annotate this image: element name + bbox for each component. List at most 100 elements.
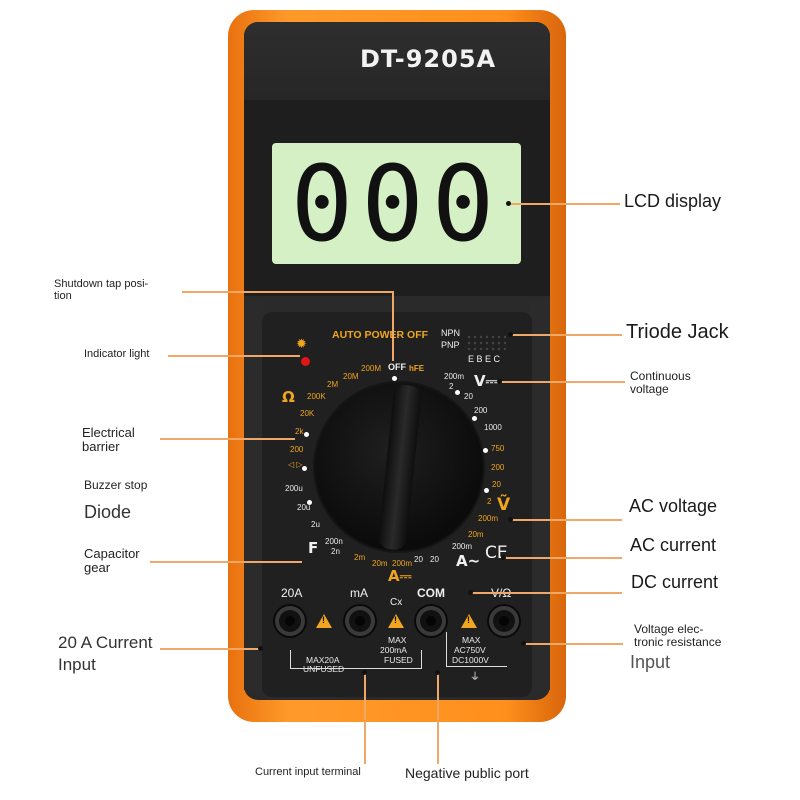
leader-dot xyxy=(501,555,506,560)
leader-lcd xyxy=(510,203,620,205)
range-ohm-20M: 20M xyxy=(343,372,359,381)
dial-dot xyxy=(392,376,397,381)
callout-shutdown-tap: Shutdown tap posi- tion xyxy=(54,278,149,302)
hfe-label: hFE xyxy=(409,364,425,373)
range-ohm-2k: 2k xyxy=(295,427,304,436)
buzzer-diode-symbol: ◁ ▷ xyxy=(288,460,303,469)
range-aca-20: 20 xyxy=(430,555,439,564)
callout-continuous-voltage: Continuous voltage xyxy=(630,369,691,396)
dial-dot xyxy=(304,432,309,437)
range-acv-2: 2 xyxy=(487,497,492,506)
range-dcv-2: 2 xyxy=(449,382,454,391)
callout-diode: Diode xyxy=(84,502,132,522)
callout-ac-voltage: AC voltage xyxy=(629,496,718,516)
leader-ac-current xyxy=(505,557,622,559)
ground-icon: ⏚ xyxy=(470,672,480,683)
range-acv-200m: 200m xyxy=(478,514,499,523)
dial-dot xyxy=(455,390,460,395)
dial-dot xyxy=(483,448,488,453)
dial-dot xyxy=(484,488,489,493)
top-bezel xyxy=(244,22,550,104)
leader-20a xyxy=(160,648,260,650)
max-label-ma: MAX xyxy=(388,635,407,645)
warning-icon xyxy=(316,614,332,628)
callout-20a-current-input: 20 A Current Input xyxy=(58,633,153,675)
leader-triode xyxy=(512,334,622,336)
range-cap-200u: 200u xyxy=(285,484,303,493)
range-cap-2n: 2n xyxy=(331,547,340,556)
jack-com[interactable] xyxy=(416,606,446,636)
warning-icon xyxy=(461,614,477,628)
lcd-screen xyxy=(272,143,521,264)
callout-voltage-resistance-input: Input xyxy=(630,652,671,672)
warning-icon xyxy=(388,614,404,628)
range-cap-200n: 200n xyxy=(325,537,343,546)
ebec-label: E B E C xyxy=(468,354,501,364)
dc1000-label: DC1000V xyxy=(452,655,489,665)
callout-indicator-light: Indicator light xyxy=(84,348,150,360)
jack-20a[interactable] xyxy=(275,606,305,636)
callout-lcd-display: LCD display xyxy=(624,191,722,211)
callout-voltage-resistance: Voltage elec- tronic resistance xyxy=(634,622,722,649)
ac750-label: AC750V xyxy=(454,645,486,655)
range-ohm-20K: 20K xyxy=(300,409,315,418)
range-dca-20m: 20m xyxy=(372,559,388,568)
jack-cx-label: Cx xyxy=(390,597,403,608)
jack-com-label: COM xyxy=(417,586,445,600)
range-acv-750: 750 xyxy=(491,444,505,453)
range-ohm-2M: 2M xyxy=(327,380,339,389)
jack-ma-label: mA xyxy=(350,586,368,600)
model-label: DT-9205A xyxy=(360,45,497,73)
leader-continuous xyxy=(500,381,625,383)
leader-dot xyxy=(435,670,440,675)
range-dca-2m: 2m xyxy=(354,553,366,562)
leader-dot xyxy=(508,332,513,337)
callout-ac-current: AC current xyxy=(630,535,717,555)
range-acv-200: 200 xyxy=(491,463,505,472)
fuse-bracket xyxy=(290,650,422,669)
leader-current-terminal xyxy=(364,674,366,764)
leader-dot xyxy=(508,517,513,522)
leader-dot xyxy=(362,670,367,675)
max20a-label: MAX20A xyxy=(306,655,340,665)
indicator-light-icon: ✹ xyxy=(296,336,307,351)
range-cap-20u: 20u xyxy=(297,503,311,512)
indicator-led xyxy=(301,357,310,366)
off-label: OFF xyxy=(388,362,406,372)
callout-triode-jack: Triode Jack xyxy=(626,321,729,343)
callout-negative-public-port: Negative public port xyxy=(405,765,529,781)
range-dcv-200: 200 xyxy=(474,406,488,415)
range-dca-20: 20 xyxy=(414,555,423,564)
leader-negative-port xyxy=(437,674,439,764)
voltage-bracket xyxy=(446,632,507,667)
leader-dc-current xyxy=(472,592,622,594)
jack-ma[interactable] xyxy=(345,606,375,636)
leader-indicator xyxy=(168,355,300,357)
leader-ac-voltage xyxy=(512,519,622,521)
leader-shutdown xyxy=(182,291,392,293)
callout-current-input-terminal: Current input terminal xyxy=(255,766,361,778)
panel-side-right xyxy=(530,300,550,690)
dial-dot xyxy=(302,466,307,471)
range-ohm-200M: 200M xyxy=(361,364,382,373)
range-aca-200m: 200m xyxy=(452,542,473,551)
pnp-label: PNP xyxy=(441,340,460,350)
callout-buzzer-stop: Buzzer stop xyxy=(84,478,148,492)
leader-dot xyxy=(497,379,502,384)
unfused-label: UNFUSED xyxy=(303,664,345,674)
npn-label: NPN xyxy=(441,328,461,338)
lcd-readout: 000 xyxy=(290,142,503,265)
triode-jack-socket[interactable] xyxy=(466,334,506,350)
leader-dot xyxy=(521,641,526,646)
range-dcv-20: 20 xyxy=(464,392,473,401)
jack-vohm[interactable] xyxy=(489,606,519,636)
callout-dc-current: DC current xyxy=(631,572,719,592)
jack-20a-label: 20A xyxy=(281,586,303,600)
range-cap-2u: 2u xyxy=(311,520,320,529)
fused-label: FUSED xyxy=(384,655,413,665)
panel-side-left xyxy=(244,300,264,690)
leader-dot xyxy=(506,201,511,206)
range-acv-20: 20 xyxy=(492,480,501,489)
dial-dot xyxy=(307,500,312,505)
max-label-v: MAX xyxy=(462,635,481,645)
